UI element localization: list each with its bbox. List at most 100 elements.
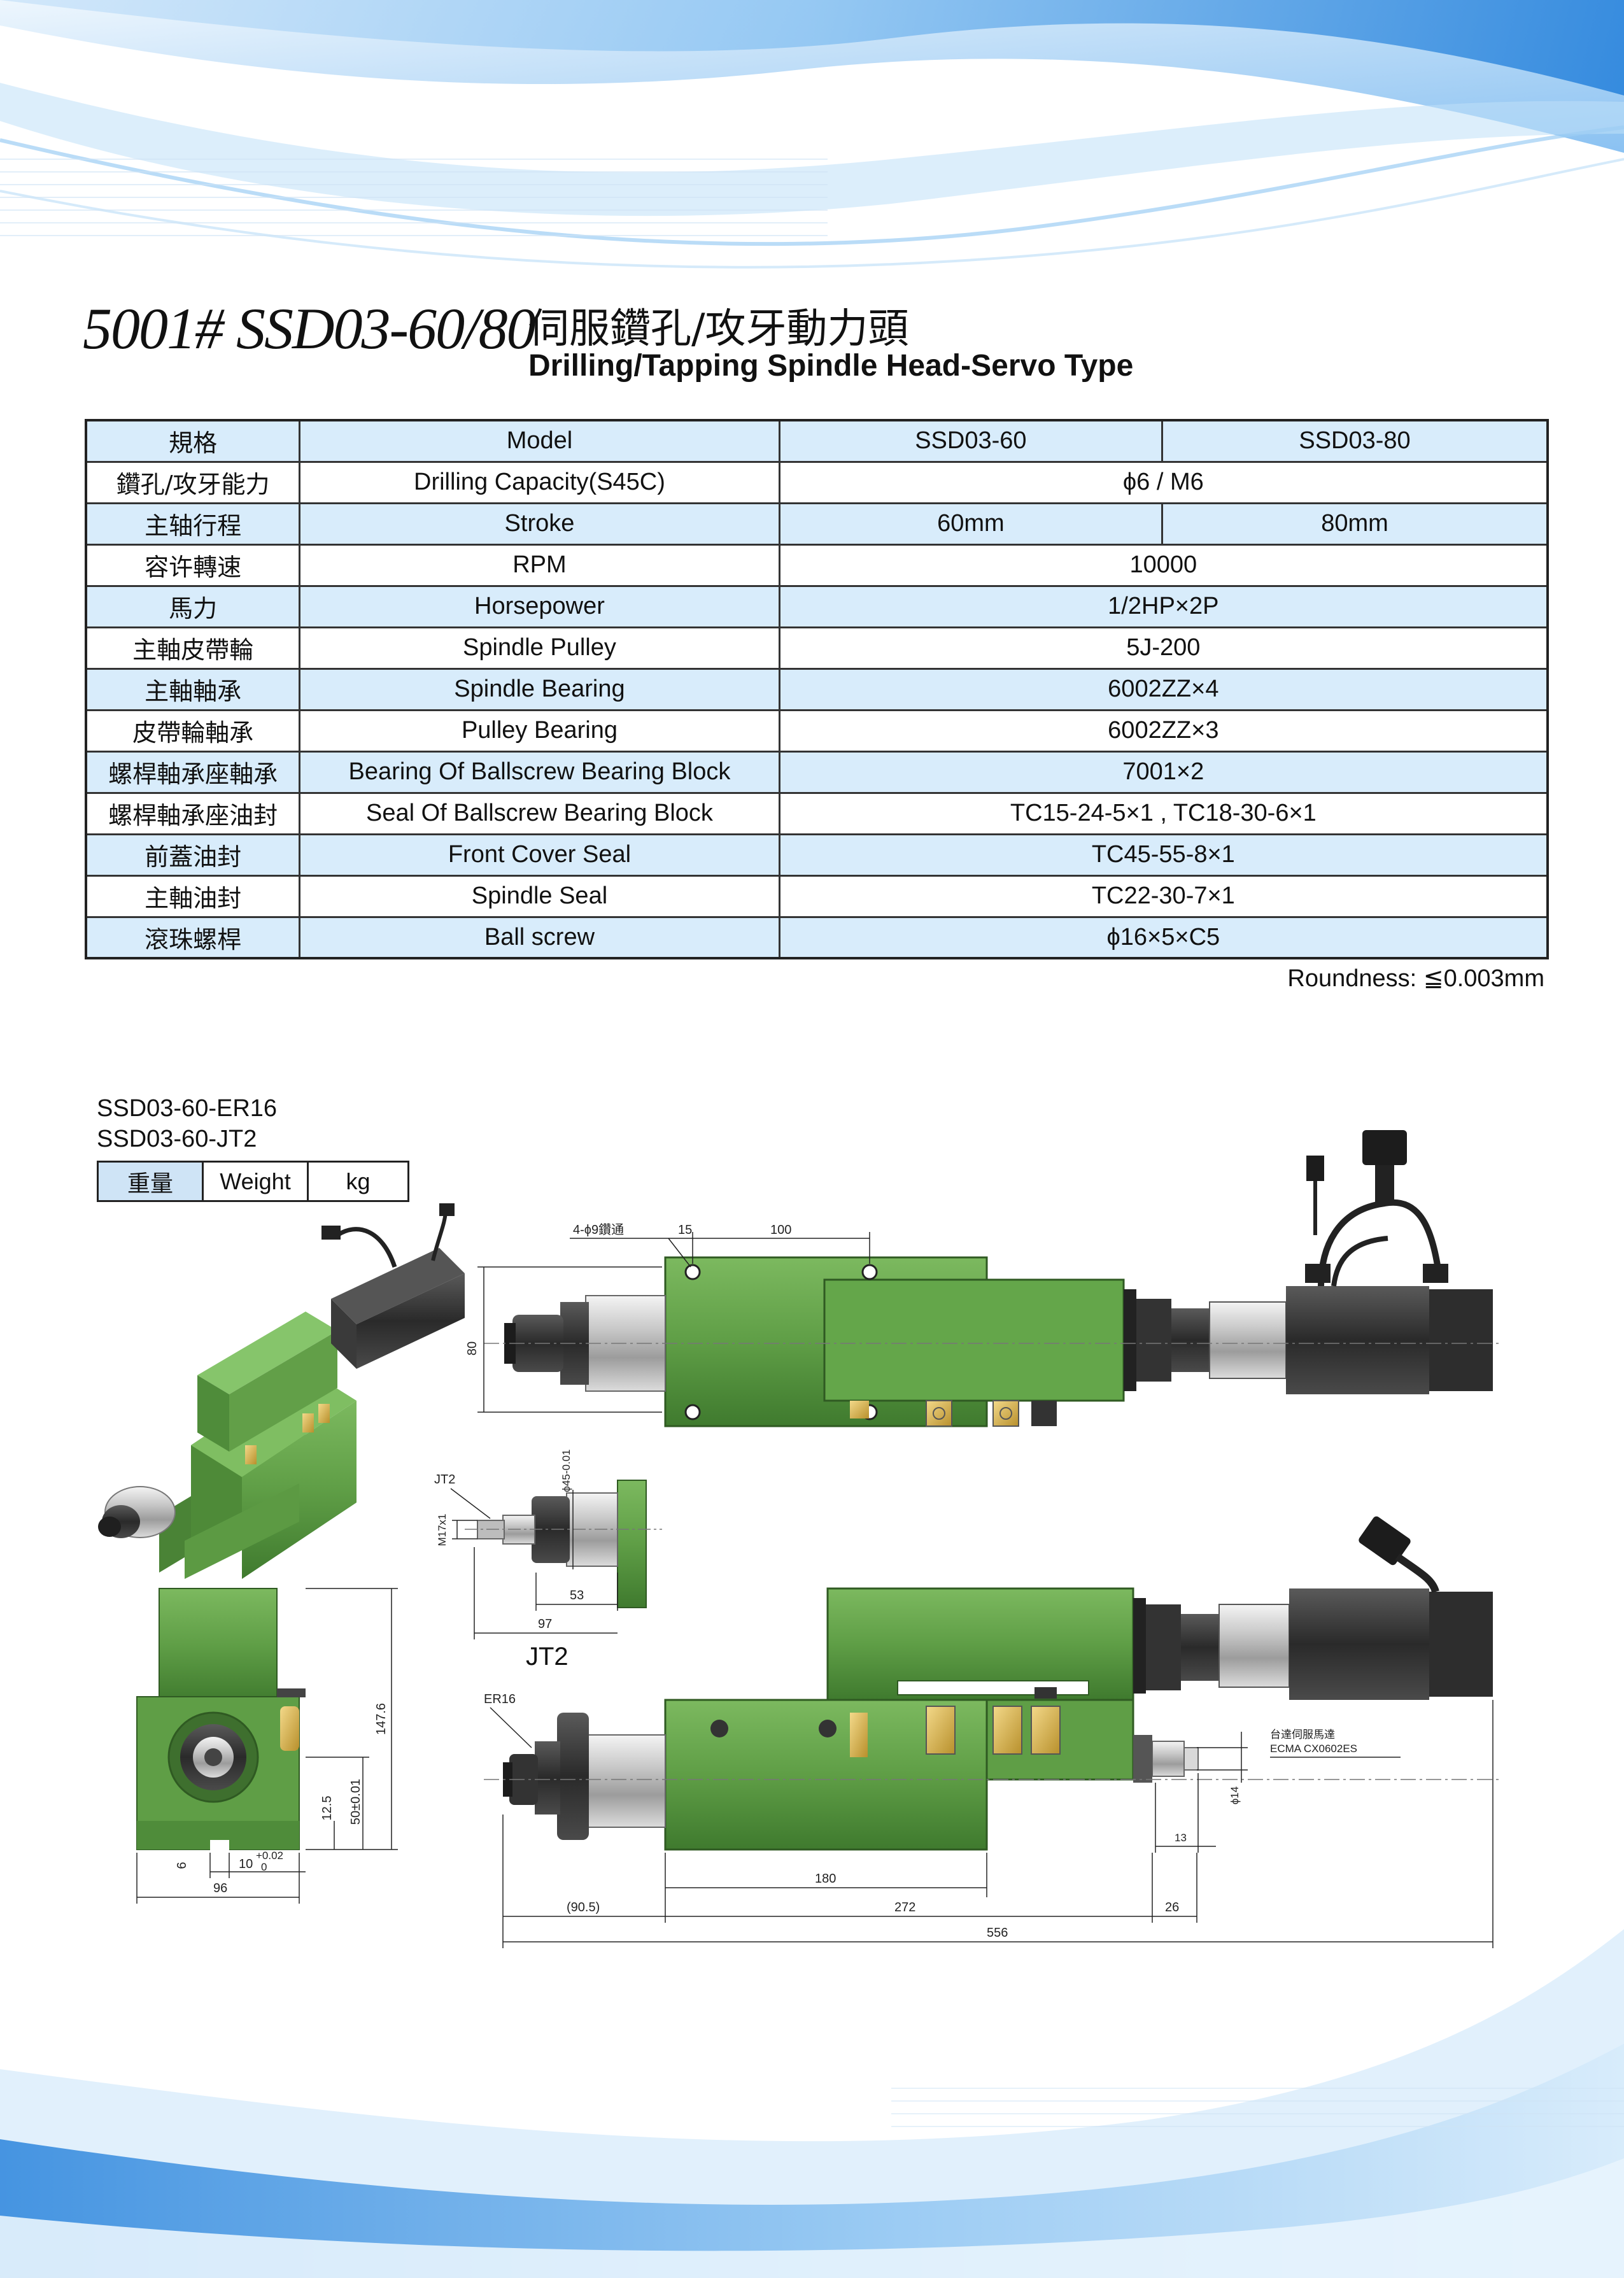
row-value: TC45-55-8×1 [778, 833, 1549, 877]
motor-model-label: ECMA CX0602ES [1270, 1743, 1357, 1755]
dim-80: 80 [465, 1341, 479, 1355]
dim-m17: M17x1 [436, 1513, 448, 1546]
row-label-cn: 主軸皮帶輪 [85, 626, 301, 670]
row-value: ϕ16×5×C5 [778, 916, 1549, 959]
row-label-cn: 鑽孔/攻牙能力 [85, 460, 301, 504]
dim-phi45: ϕ45-0.01 [560, 1449, 572, 1492]
er16-label: ER16 [484, 1692, 516, 1706]
spec-header-model-a: SSD03-60 [778, 419, 1164, 463]
row-label-cn: 主軸油封 [85, 874, 301, 918]
spec-header-cn: 規格 [85, 419, 301, 463]
row-value: 6002ZZ×3 [778, 709, 1549, 753]
row-label-en: Ball screw [299, 916, 780, 959]
row-label-cn: 皮帶輪軸承 [85, 709, 301, 753]
hole-note: 4-ϕ9鑽通 [573, 1222, 624, 1237]
row-label-en: Spindle Seal [299, 874, 780, 918]
table-row: 容许轉速 RPM 10000 [85, 543, 1549, 587]
spec-header-row: 規格 Model SSD03-60 SSD03-80 [85, 419, 1549, 463]
dim-12-5: 12.5 [320, 1796, 334, 1821]
jt2-small-label: JT2 [434, 1473, 455, 1487]
row-label-cn: 前蓋油封 [85, 833, 301, 877]
weight-table: 重量 Weight kg [97, 1161, 409, 1202]
dim-50: 50±0.01 [349, 1779, 363, 1825]
row-value: 5J-200 [778, 626, 1549, 670]
row-label-en: Spindle Bearing [299, 667, 780, 711]
row-label-en: Bearing Of Ballscrew Bearing Block [299, 750, 780, 794]
row-value-b: 80mm [1161, 502, 1549, 546]
row-label-cn: 容许轉速 [85, 543, 301, 587]
roundness-note: Roundness: ≦0.003mm [1287, 965, 1544, 992]
row-label-cn: 滾珠螺桿 [85, 916, 301, 959]
chinese-title: 伺服鑽孔/攻牙動力頭 [528, 306, 909, 353]
row-label-cn: 主軸軸承 [85, 667, 301, 711]
motor-cn-label: 台達伺服馬達 [1270, 1729, 1335, 1741]
spec-header-model-b: SSD03-80 [1161, 419, 1549, 463]
table-row: 主軸油封 Spindle Seal TC22-30-7×1 [85, 874, 1549, 918]
dim-26: 26 [1165, 1900, 1179, 1914]
row-label-en: Horsepower [299, 584, 780, 628]
side-view-drawing: ER16 台達伺服馬達 ECMA CX0602ES ϕ14 13 180 (90… [484, 1516, 1502, 1948]
end-view-drawing: 147.6 50±0.01 12.5 96 6 10 +0.02 0 [136, 1588, 398, 1904]
table-row: 螺桿軸承座油封 Seal Of Ballscrew Bearing Block … [85, 791, 1549, 835]
table-row: 馬力 Horsepower 1/2HP×2P [85, 584, 1549, 628]
dim-phi14: ϕ14 [1229, 1786, 1241, 1804]
row-label-en: Front Cover Seal [299, 833, 780, 877]
row-label-cn: 馬力 [85, 584, 301, 628]
table-row: 皮帶輪軸承 Pulley Bearing 6002ZZ×3 [85, 709, 1549, 753]
dim-147-6: 147.6 [374, 1703, 388, 1735]
weight-label-en: Weight [202, 1161, 309, 1202]
title-block: 5001# SSD03-60/80 伺服鑽孔/攻牙動力頭 Drilling/Ta… [83, 290, 1547, 392]
weight-unit: kg [307, 1161, 409, 1202]
table-row: 前蓋油封 Front Cover Seal TC45-55-8×1 [85, 833, 1549, 877]
top-view-drawing: 80 15 100 4-ϕ9鑽通 [465, 1130, 1502, 1427]
row-value: TC15-24-5×1 , TC18-30-6×1 [778, 791, 1549, 835]
variant-jt2: SSD03-60-JT2 [97, 1126, 257, 1152]
row-value: 6002ZZ×4 [778, 667, 1549, 711]
table-row: 滾珠螺桿 Ball screw ϕ16×5×C5 [85, 916, 1549, 959]
row-label-en: Seal Of Ballscrew Bearing Block [299, 791, 780, 835]
jt2-section-label: JT2 [526, 1643, 568, 1671]
dim-6: 6 [175, 1862, 189, 1869]
row-label-en: RPM [299, 543, 780, 587]
dim-97: 97 [538, 1617, 552, 1631]
top-wave-decoration [0, 0, 1624, 331]
table-row: 螺桿軸承座軸承 Bearing Of Ballscrew Bearing Blo… [85, 750, 1549, 794]
spec-table: 規格 Model SSD03-60 SSD03-80 鑽孔/攻牙能力 Drill… [85, 419, 1549, 959]
dim-90-5: (90.5) [567, 1900, 600, 1914]
dim-10: 10 [239, 1857, 253, 1871]
row-label-en: Stroke [299, 502, 780, 546]
row-value-a: 60mm [778, 502, 1164, 546]
dim-13: 13 [1175, 1832, 1187, 1844]
table-row: 鑽孔/攻牙能力 Drilling Capacity(S45C) ϕ6 / M6 [85, 460, 1549, 504]
weight-label-cn: 重量 [97, 1161, 204, 1202]
table-row: 主軸軸承 Spindle Bearing 6002ZZ×4 [85, 667, 1549, 711]
dim-15: 15 [678, 1223, 692, 1237]
row-value: 1/2HP×2P [778, 584, 1549, 628]
dim-53: 53 [570, 1588, 584, 1602]
row-value: 7001×2 [778, 750, 1549, 794]
row-value: 10000 [778, 543, 1549, 587]
dim-272: 272 [894, 1900, 915, 1914]
isometric-product-view [98, 1203, 465, 1579]
row-label-cn: 螺桿軸承座軸承 [85, 750, 301, 794]
dim-556: 556 [987, 1926, 1008, 1940]
tol-zero: 0 [261, 1861, 267, 1873]
spec-header-en: Model [299, 419, 780, 463]
table-row: 主轴行程 Stroke 60mm 80mm [85, 502, 1549, 546]
row-label-cn: 主轴行程 [85, 502, 301, 546]
row-label-en: Drilling Capacity(S45C) [299, 460, 780, 504]
row-value: TC22-30-7×1 [778, 874, 1549, 918]
row-label-cn: 螺桿軸承座油封 [85, 791, 301, 835]
row-value: ϕ6 / M6 [778, 460, 1549, 504]
jt2-detail-drawing: JT2 M17x1 ϕ45-0.01 53 97 [434, 1449, 662, 1639]
tol-plus: +0.02 [256, 1850, 283, 1862]
table-row: 主軸皮帶輪 Spindle Pulley 5J-200 [85, 626, 1549, 670]
model-title: 5001# SSD03-60/80 [83, 296, 536, 361]
row-label-en: Spindle Pulley [299, 626, 780, 670]
dim-96: 96 [213, 1881, 227, 1895]
dim-100: 100 [770, 1223, 791, 1237]
english-title: Drilling/Tapping Spindle Head-Servo Type [528, 349, 1134, 383]
row-label-en: Pulley Bearing [299, 709, 780, 753]
bottom-wave-decoration [0, 1929, 1624, 2278]
dim-180: 180 [815, 1872, 836, 1886]
